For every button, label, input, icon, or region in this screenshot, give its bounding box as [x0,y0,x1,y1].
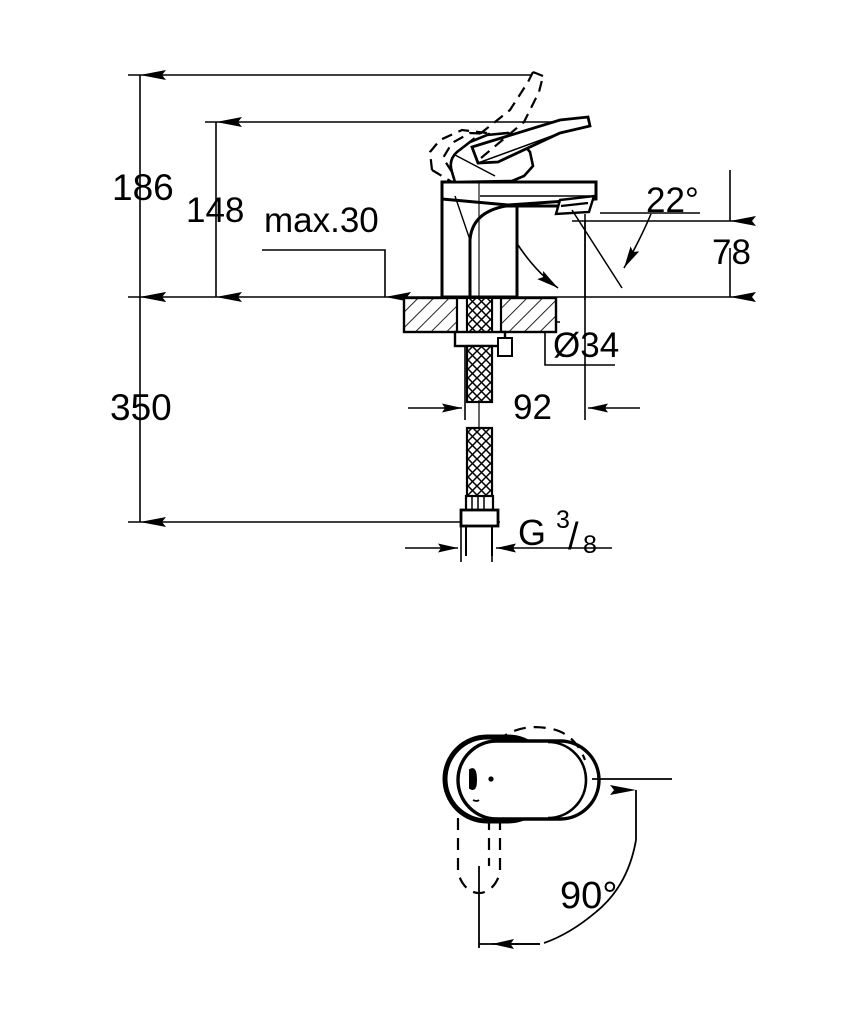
thread-label-denominator: 8 [583,531,597,559]
dimension-label-350: 350 [110,387,172,428]
dimension-label-92: 92 [513,388,552,427]
plan-view-lever-mark [469,768,478,790]
leader-line-d34 [544,322,615,366]
dimension-label-186: 186 [112,167,174,208]
hose-connector-nut [459,508,500,528]
dimension-label-22deg: 22° [646,181,699,220]
dimension-label-148: 148 [186,191,244,230]
spout-top [440,180,598,207]
dimension-label-78: 78 [712,233,751,272]
counter-section-left [402,296,462,334]
dimension-label-90deg: 90° [560,875,617,917]
lever-handle-solid [470,115,592,165]
supply-hose-upper [465,344,494,404]
lever-handle-edge [477,132,561,164]
leader-line-max30 [262,249,411,302]
lever-base-edge [454,154,496,177]
swivel-arc-lower [543,911,597,944]
lever-handle-raised-dashed [428,70,545,183]
angle-22-incline-ref [571,209,623,289]
counter-section-right [498,296,558,334]
angle-22-leader-left [517,244,559,289]
dimension-label-max30: max.30 [264,201,379,240]
dimension-label-d34: Ø34 [553,326,619,365]
swivel-arc-right [595,839,637,913]
angle-22-leader-right [623,213,652,269]
thread-label-numerator: 3 [556,506,570,534]
plan-view-right-cap [547,740,588,820]
plan-view-detail-mark [472,799,480,802]
thread-label-slash: / [568,516,579,558]
body-edge-line [454,195,471,241]
mounting-screw [497,337,513,357]
hose-ferrule-ribs [471,496,485,511]
supply-hose-lower [465,426,494,500]
plan-view-body [456,739,601,821]
thread-label-g: G [518,512,546,553]
plan-view-pin-dot [488,776,494,782]
aerator-slot [560,201,589,208]
plan-view-dashed-rotated-top [496,726,587,761]
